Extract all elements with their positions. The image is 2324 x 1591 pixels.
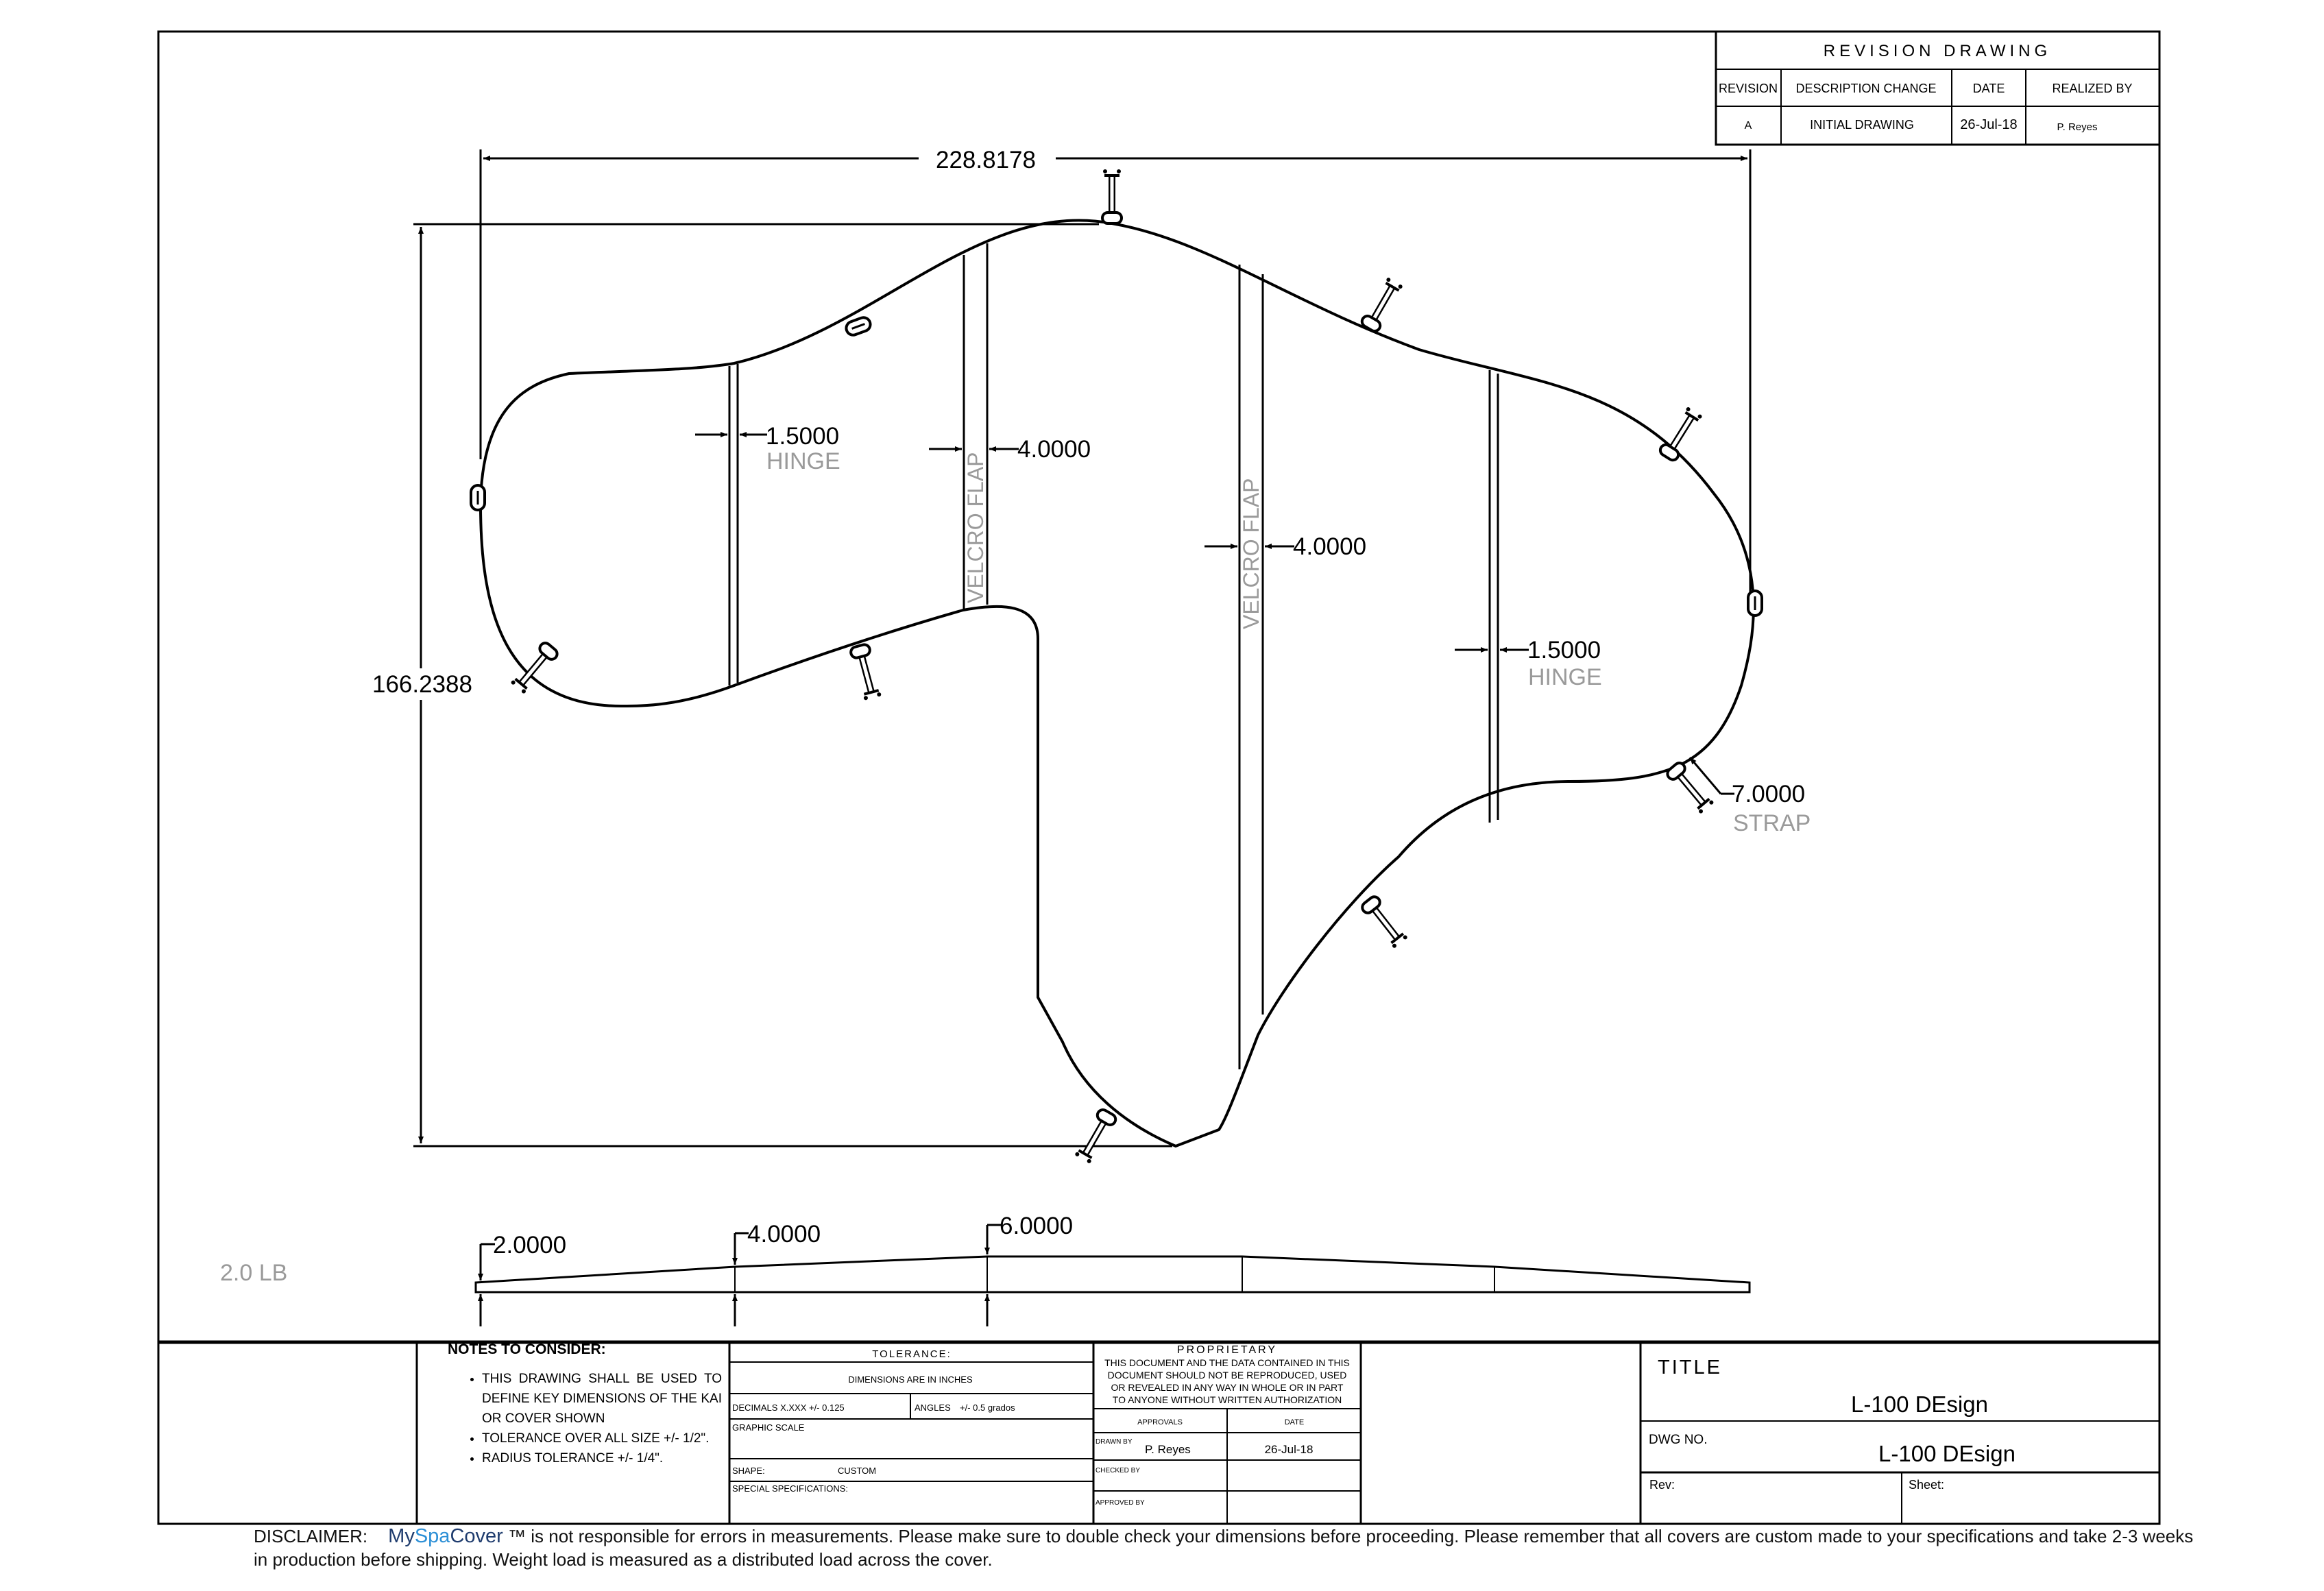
- note-item: RADIUS TOLERANCE +/- 1/4".: [482, 1448, 722, 1468]
- brand-my: My: [388, 1525, 415, 1547]
- tolerance-decimals: DECIMALS X.XXX +/- 0.125: [732, 1402, 845, 1413]
- tolerance-shape-value: CUSTOM: [838, 1466, 876, 1476]
- strap-label: STRAP: [1733, 810, 1811, 836]
- thickness-value-3: 6.0000: [1000, 1213, 1073, 1239]
- revision-header-realized-by: REALIZED BY: [2052, 82, 2132, 95]
- notes-heading: NOTES TO CONSIDER:: [448, 1341, 606, 1357]
- tolerance-special-spec: SPECIAL SPECIFICATIONS:: [732, 1483, 848, 1494]
- revision-header-date: DATE: [1973, 82, 2005, 95]
- brand-trademark: ™: [503, 1526, 526, 1546]
- note-item: THIS DRAWING SHALL BE USED TO DEFINE KEY…: [482, 1369, 722, 1429]
- hinge-left-dimension: 1.5000 HINGE: [695, 423, 840, 474]
- title-label: TITLE: [1658, 1357, 1722, 1379]
- thickness-value-2: 4.0000: [747, 1221, 821, 1248]
- checked-by-label: CHECKED BY: [1096, 1467, 1140, 1474]
- thickness-profile: 2.0000 4.0000 6.0000: [474, 1213, 1751, 1326]
- hinge-left-value: 1.5000: [766, 423, 839, 450]
- approvals-label: APPROVALS: [1137, 1418, 1183, 1426]
- proprietary-box: PROPRIETARY THIS DOCUMENT AND THE DATA C…: [1092, 1341, 1362, 1525]
- sheet-border: [157, 30, 2161, 1525]
- dwg-no-value: L-100 DEsign: [1878, 1441, 2016, 1466]
- revision-cell-realized-by: P. Reyes: [2057, 121, 2098, 133]
- note-item: TOLERANCE OVER ALL SIZE +/- 1/2".: [482, 1429, 722, 1448]
- proprietary-heading: PROPRIETARY: [1177, 1344, 1277, 1356]
- velcro-left-dimension: 4.0000 VELCRO FLAP: [929, 436, 1091, 603]
- velcro-left-label: VELCRO FLAP: [963, 452, 988, 603]
- hinge-right-label: HINGE: [1528, 664, 1602, 690]
- disclaimer-text: is not responsible for errors in measure…: [254, 1526, 2194, 1570]
- proprietary-line-4: TO ANYONE WITHOUT WRITTEN AUTHORIZATION: [1113, 1394, 1342, 1405]
- overall-width-value: 228.8178: [936, 147, 1036, 173]
- velcro-right-label: VELCRO FLAP: [1239, 478, 1263, 629]
- cover-outline: [479, 219, 1755, 1148]
- drawn-by-value: P. Reyes: [1145, 1443, 1191, 1456]
- revision-block: REVISION DRAWING REVISION DESCRIPTION CH…: [1715, 30, 2161, 146]
- proprietary-line-1: THIS DOCUMENT AND THE DATA CONTAINED IN …: [1104, 1357, 1350, 1368]
- drawn-by-label: DRAWN BY: [1096, 1438, 1133, 1446]
- strap-dimension: 7.0000 STRAP: [1688, 757, 1811, 836]
- revision-cell-date: 26-Jul-18: [1960, 117, 2017, 132]
- tolerance-angles-value: +/- 0.5 grados: [960, 1402, 1015, 1413]
- proprietary-line-2: DOCUMENT SHOULD NOT BE REPRODUCED, USED: [1108, 1370, 1347, 1381]
- notes-to-consider: NOTES TO CONSIDER: THIS DRAWING SHALL BE…: [448, 1341, 722, 1468]
- tolerance-graphic-scale: GRAPHIC SCALE: [732, 1422, 805, 1433]
- brand-spa: Spa: [414, 1525, 450, 1547]
- revision-cell-rev: A: [1745, 120, 1752, 132]
- tolerance-heading: TOLERANCE:: [872, 1348, 952, 1360]
- revision-header-description: DESCRIPTION CHANGE: [1795, 82, 1936, 95]
- velcro-right-dimension: 4.0000 VELCRO FLAP: [1205, 478, 1366, 629]
- velcro-left-value: 4.0000: [1017, 436, 1091, 463]
- notes-list: THIS DRAWING SHALL BE USED TO DEFINE KEY…: [448, 1369, 722, 1468]
- thickness-value-1: 2.0000: [493, 1232, 566, 1259]
- weight-label: 2.0 LB: [220, 1260, 287, 1286]
- proprietary-line-3: OR REVEALED IN ANY WAY IN WHOLE OR IN PA…: [1111, 1382, 1344, 1393]
- tolerance-angles-label: ANGLES: [915, 1402, 951, 1413]
- rev-label: Rev:: [1649, 1478, 1675, 1492]
- title-value: L-100 DEsign: [1851, 1392, 1988, 1417]
- hinge-right-dimension: 1.5000 HINGE: [1455, 637, 1602, 690]
- tolerance-shape-label: SHAPE:: [732, 1466, 765, 1476]
- overall-width-dimension: 228.8178: [479, 143, 1752, 596]
- revision-header-revision: REVISION: [1719, 82, 1778, 95]
- approvals-date-label: DATE: [1285, 1418, 1305, 1426]
- disclaimer: DISCLAIMER: MySpaCover ™ is not responsib…: [254, 1525, 2207, 1571]
- hinge-right-value: 1.5000: [1527, 637, 1601, 664]
- title-block: TITLE L-100 DEsign DWG NO. L-100 DEsign …: [1639, 1341, 2161, 1525]
- velcro-right-value: 4.0000: [1293, 533, 1366, 560]
- strap-value: 7.0000: [1732, 781, 1805, 807]
- revision-cell-description: INITIAL DRAWING: [1810, 118, 1914, 132]
- drawn-date-value: 26-Jul-18: [1265, 1443, 1314, 1456]
- approved-by-label: APPROVED BY: [1096, 1499, 1145, 1507]
- dwg-no-label: DWG NO.: [1649, 1433, 1708, 1447]
- revision-block-title: REVISION DRAWING: [1824, 42, 2051, 60]
- brand-cover: Cover: [450, 1525, 503, 1547]
- sheet-label: Sheet:: [1909, 1478, 1944, 1492]
- tolerance-units: DIMENSIONS ARE IN INCHES: [848, 1374, 973, 1385]
- overall-height-dimension: 166.2388: [360, 223, 1172, 1147]
- overall-height-value: 166.2388: [372, 671, 472, 698]
- hinge-left-label: HINGE: [766, 448, 840, 474]
- tolerance-box: TOLERANCE: DIMENSIONS ARE IN INCHES DECI…: [728, 1341, 1095, 1525]
- disclaimer-label: DISCLAIMER:: [254, 1526, 368, 1546]
